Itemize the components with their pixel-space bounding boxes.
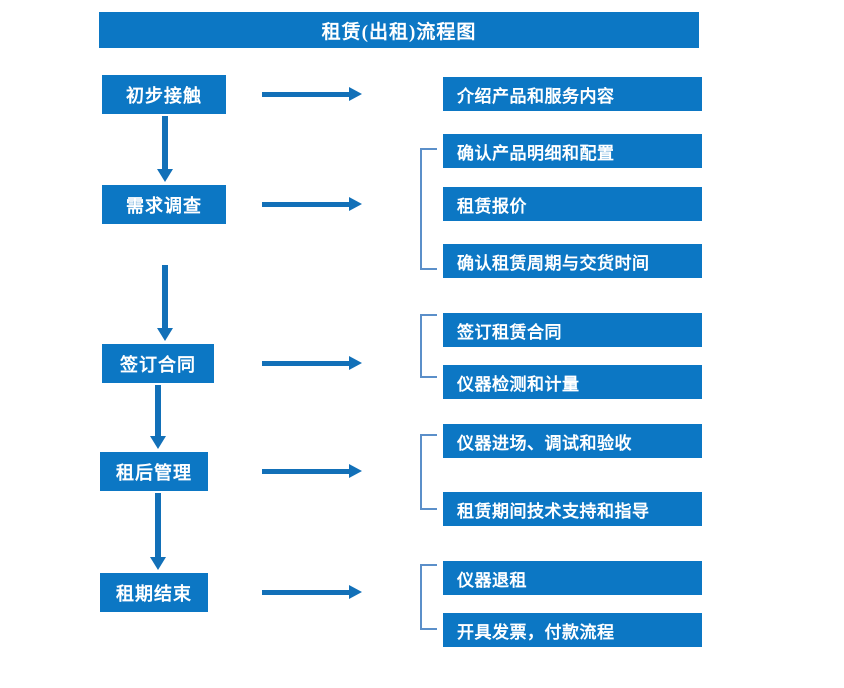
detail-box-3[interactable]: 租赁报价	[443, 187, 702, 221]
detail-label-4: 确认租赁周期与交货时间	[457, 253, 650, 273]
detail-label-8: 租赁期间技术支持和指导	[457, 501, 650, 521]
stage-box-5[interactable]: 租期结束	[100, 573, 208, 612]
detail-label-3: 租赁报价	[457, 196, 527, 216]
detail-box-2[interactable]: 确认产品明细和配置	[443, 134, 702, 168]
detail-box-8[interactable]: 租赁期间技术支持和指导	[443, 492, 702, 526]
arrow-shaft	[262, 469, 350, 474]
detail-label-10: 开具发票，付款流程	[457, 622, 615, 642]
horizontal-arrow-stage-2	[262, 196, 362, 212]
arrow-shaft	[162, 265, 168, 328]
group-bracket-stage-3	[420, 314, 437, 378]
stage-box-4[interactable]: 租后管理	[100, 452, 208, 491]
horizontal-arrow-stage-4	[262, 463, 362, 479]
detail-box-4[interactable]: 确认租赁周期与交货时间	[443, 244, 702, 278]
horizontal-arrow-stage-5	[262, 584, 362, 600]
arrow-head	[150, 557, 166, 570]
arrow-head	[349, 356, 362, 370]
detail-label-9: 仪器退租	[457, 570, 527, 590]
detail-label-6: 仪器检测和计量	[457, 374, 580, 394]
stage-box-2[interactable]: 需求调查	[102, 185, 226, 224]
arrow-head	[150, 436, 166, 449]
detail-label-5: 签订租赁合同	[457, 322, 562, 342]
stage-box-1[interactable]: 初步接触	[102, 75, 226, 114]
arrow-head	[349, 197, 362, 211]
arrow-head	[157, 328, 173, 341]
group-bracket-stage-2	[420, 148, 437, 270]
detail-box-1[interactable]: 介绍产品和服务内容	[443, 77, 702, 111]
arrow-head	[349, 464, 362, 478]
detail-box-10[interactable]: 开具发票，付款流程	[443, 613, 702, 647]
stage-box-3[interactable]: 签订合同	[102, 344, 214, 383]
stage-label-3: 签订合同	[120, 354, 196, 375]
arrow-shaft	[155, 493, 161, 557]
detail-box-9[interactable]: 仪器退租	[443, 561, 702, 595]
arrow-head	[349, 87, 362, 101]
arrow-shaft	[155, 385, 161, 436]
arrow-shaft	[262, 590, 350, 595]
detail-box-7[interactable]: 仪器进场、调试和验收	[443, 424, 702, 458]
arrow-head	[157, 169, 173, 182]
vertical-arrow-1-to-2	[157, 116, 173, 182]
arrow-shaft	[162, 116, 168, 169]
group-bracket-stage-4	[420, 434, 437, 510]
detail-box-5[interactable]: 签订租赁合同	[443, 313, 702, 347]
horizontal-arrow-stage-3	[262, 355, 362, 371]
vertical-arrow-4-to-5	[150, 493, 166, 570]
diagram-title: 租赁(出租)流程图	[99, 12, 699, 48]
arrow-shaft	[262, 92, 350, 97]
stage-label-4: 租后管理	[116, 462, 192, 483]
arrow-shaft	[262, 361, 350, 366]
horizontal-arrow-stage-1	[262, 86, 362, 102]
detail-label-7: 仪器进场、调试和验收	[457, 433, 632, 453]
arrow-head	[349, 585, 362, 599]
detail-box-6[interactable]: 仪器检测和计量	[443, 365, 702, 399]
stage-label-5: 租期结束	[116, 583, 192, 604]
stage-label-2: 需求调查	[126, 195, 202, 216]
detail-label-2: 确认产品明细和配置	[457, 143, 615, 163]
detail-label-1: 介绍产品和服务内容	[457, 86, 615, 106]
vertical-arrow-2-to-3	[157, 265, 173, 341]
stage-label-1: 初步接触	[126, 85, 202, 106]
arrow-shaft	[262, 202, 350, 207]
vertical-arrow-3-to-4	[150, 385, 166, 449]
group-bracket-stage-5	[420, 564, 437, 630]
